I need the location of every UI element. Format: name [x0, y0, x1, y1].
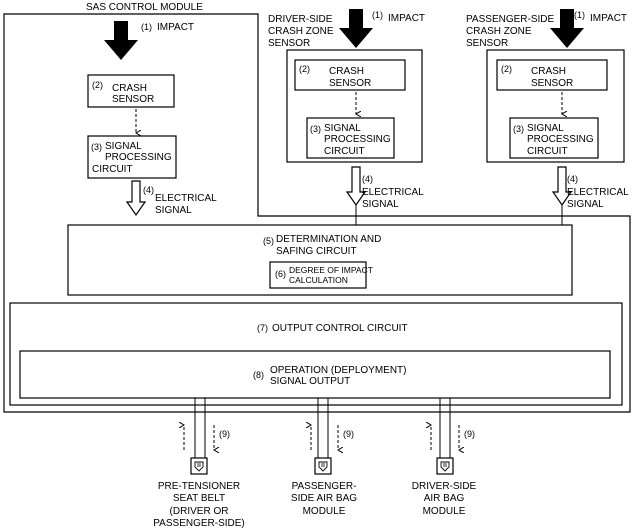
- crash-sensor-passenger-num: (2): [501, 64, 512, 74]
- crash-sensor-passenger-box: [496, 59, 608, 91]
- impact-arrow-driver: [339, 9, 373, 48]
- passenger-zone-sensor-line1: PASSENGER-SIDE: [466, 14, 554, 25]
- crash-sensor-sas-box: [87, 74, 175, 108]
- crash-sensor-sas-line2: SENSOR: [112, 94, 154, 105]
- operation-output-line1: OPERATION (DEPLOYMENT): [270, 365, 407, 376]
- passenger-zone-sensor-line2: CRASH ZONE: [466, 26, 532, 37]
- passenger-airbag-line2: SIDE AIR BAG: [291, 493, 357, 504]
- signal-processing-sas-box: [87, 135, 177, 179]
- operation-output-line2: SIGNAL OUTPUT: [270, 376, 350, 387]
- pretensioner-feedback-num: (9): [219, 429, 230, 439]
- impact-arrow-passenger: [550, 9, 584, 48]
- driver-zone-sensor-line2: CRASH ZONE: [268, 26, 334, 37]
- crash-sensor-driver-line2: SENSOR: [329, 78, 371, 89]
- signal-processing-passenger-line1: SIGNAL: [527, 123, 564, 134]
- driver-airbag-line3: MODULE: [423, 506, 466, 517]
- passenger-zone-sensor-line3: SENSOR: [466, 38, 508, 49]
- impact-arrow-sas: [104, 21, 138, 60]
- pretensioner-line3: (DRIVER OR: [170, 506, 229, 517]
- signal-processing-driver-line2: PROCESSING: [324, 134, 391, 145]
- signal-processing-driver-box: [306, 117, 395, 159]
- crash-sensor-sas-line1: CRASH: [112, 83, 147, 94]
- output-control-label: OUTPUT CONTROL CIRCUIT: [272, 323, 408, 334]
- crash-sensor-passenger-line2: SENSOR: [531, 78, 573, 89]
- pretensioner-line1: PRE-TENSIONER: [158, 481, 240, 492]
- electrical-signal-driver-num: (4): [362, 174, 373, 184]
- pretensioner-line4: PASSENGER-SIDE): [153, 518, 245, 529]
- output-control-num: (7): [257, 323, 268, 333]
- passenger-airbag-connector-icon: [314, 457, 332, 475]
- signal-processing-sas-num: (3): [91, 142, 102, 152]
- driver-airbag-feedback-num: (9): [464, 429, 475, 439]
- signal-processing-passenger-line3: CIRCUIT: [527, 146, 568, 157]
- electrical-signal-passenger-line2: SIGNAL: [567, 199, 604, 210]
- signal-processing-sas-line1: SIGNAL: [105, 141, 142, 152]
- impact-label-sas: IMPACT: [157, 22, 194, 33]
- signal-processing-driver-line3: CIRCUIT: [324, 146, 365, 157]
- electrical-signal-arrow-sas: [125, 180, 147, 217]
- electrical-signal-arrow-driver: [345, 166, 367, 207]
- electrical-signal-sas-num: (4): [143, 185, 154, 195]
- pretensioner-connector-icon: [190, 457, 208, 475]
- impact-num-driver: (1): [372, 10, 383, 20]
- pretensioner-line2: SEAT BELT: [173, 493, 225, 504]
- electrical-signal-passenger-line1: ELECTRICAL: [567, 187, 629, 198]
- driver-airbag-connector-icon: [436, 457, 454, 475]
- determination-line2: SAFING CIRCUIT: [276, 246, 357, 257]
- crash-sensor-passenger-line1: CRASH: [531, 66, 566, 77]
- signal-processing-passenger-num: (3): [513, 124, 524, 134]
- signal-processing-passenger-line2: PROCESSING: [527, 134, 594, 145]
- crash-sensor-sas-num: (2): [92, 80, 103, 90]
- degree-of-impact-line2: CALCULATION: [289, 275, 348, 285]
- impact-num-sas: (1): [141, 22, 152, 32]
- driver-zone-sensor-line1: DRIVER-SIDE: [268, 14, 333, 25]
- degree-of-impact-box: [269, 261, 367, 289]
- crash-sensor-driver-line1: CRASH: [329, 66, 364, 77]
- electrical-signal-sas-line2: SIGNAL: [155, 205, 192, 216]
- operation-output-box: [19, 350, 611, 399]
- determination-num: (5): [263, 236, 274, 246]
- impact-label-passenger: IMPACT: [590, 13, 627, 24]
- driver-airbag-line2: AIR BAG: [424, 493, 465, 504]
- impact-num-passenger: (1): [574, 10, 585, 20]
- signal-processing-sas-line3: CIRCUIT: [92, 164, 133, 175]
- signal-processing-passenger-box: [509, 117, 599, 159]
- driver-zone-sensor-line3: SENSOR: [268, 38, 310, 49]
- electrical-signal-arrow-passenger: [551, 166, 573, 207]
- degree-of-impact-line1: DEGREE OF IMPACT: [289, 265, 373, 275]
- crash-sensor-driver-num: (2): [299, 64, 310, 74]
- degree-of-impact-num: (6): [275, 269, 286, 279]
- signal-processing-driver-num: (3): [310, 124, 321, 134]
- signal-processing-sas-line2: PROCESSING: [105, 152, 172, 163]
- driver-airbag-line1: DRIVER-SIDE: [412, 481, 477, 492]
- passenger-airbag-line3: MODULE: [303, 506, 346, 517]
- impact-label-driver: IMPACT: [388, 13, 425, 24]
- passenger-airbag-feedback-num: (9): [343, 429, 354, 439]
- electrical-signal-sas-line1: ELECTRICAL: [155, 193, 217, 204]
- sas-module-title: SAS CONTROL MODULE: [86, 2, 203, 13]
- electrical-signal-driver-line2: SIGNAL: [362, 199, 399, 210]
- crash-sensor-driver-box: [294, 59, 406, 91]
- operation-output-num: (8): [253, 370, 264, 380]
- electrical-signal-driver-line1: ELECTRICAL: [362, 187, 424, 198]
- passenger-airbag-line1: PASSENGER-: [292, 481, 357, 492]
- determination-line1: DETERMINATION AND: [276, 234, 381, 245]
- electrical-signal-passenger-num: (4): [567, 174, 578, 184]
- signal-processing-driver-line1: SIGNAL: [324, 123, 361, 134]
